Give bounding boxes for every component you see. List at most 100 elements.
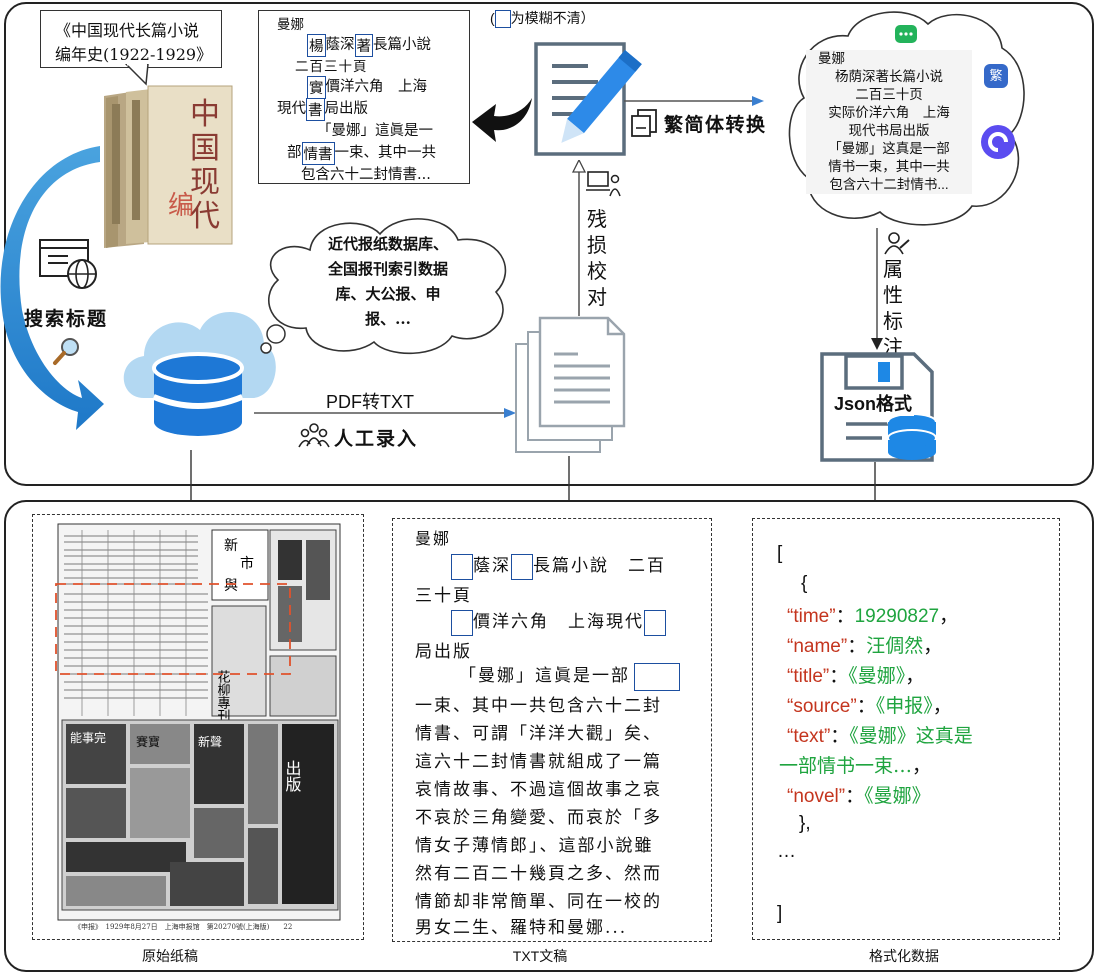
draft-text: 「曼娜」這眞是一部 (459, 666, 630, 686)
book-set-image: 中 国 现 代 编 (104, 85, 233, 248)
simp-line-4: 实际价洋六角 上海 (828, 105, 950, 120)
json-format-label: Json格式 (832, 390, 915, 416)
json-close-bracket: ] (777, 903, 783, 924)
svg-text:国: 国 (190, 131, 220, 166)
ad-big-text: 出版 (283, 760, 302, 792)
simp-line-5: 现代书局出版 (848, 123, 930, 138)
blur-note: ( 为模糊不清） (490, 8, 595, 29)
simp-line-8: 包含六十二封情书... (829, 177, 949, 192)
proof-char-3: 校 (587, 259, 607, 283)
json-open-bracket: [ (777, 543, 783, 564)
ad-label-1: 能事完 (70, 730, 106, 745)
draft-line-14: 情節却非常簡單、同在一校的 (415, 892, 662, 912)
trad-line-3: 二百三十頁 (295, 59, 368, 75)
json-key-text: “text” (787, 726, 831, 747)
draft-line-3: 三十頁 (415, 586, 472, 606)
json-colon: ： (847, 635, 867, 657)
callout-tail (124, 64, 149, 86)
ad-label-3: 新聲 (198, 734, 222, 749)
trad-line-6: 「曼娜」這眞是一 (317, 123, 433, 139)
json-comma: ， (932, 695, 952, 717)
draft-line-13: 然有二百二十幾頁之多、然而 (415, 864, 662, 884)
draft-line-7: 一束、其中一共包含六十二封 (415, 696, 662, 716)
draft-line-15: 男女二生、羅特和曼娜... (415, 918, 628, 938)
source-cloud-text: 近代报纸数据库、 全国报刊索引数据 库、大公报、申 报、... (298, 232, 478, 332)
json-value-source: 《申报》 (875, 695, 933, 717)
trad-line-8: 包含六十二封情書... (301, 167, 431, 183)
json-key-source: “source” (787, 696, 857, 717)
trad-text: 現代 (277, 101, 306, 117)
draft-line-9: 這六十二封情書就組成了一篇 (415, 752, 662, 772)
json-value-time: 19290827 (854, 606, 940, 627)
draft-line-6: 「曼娜」這眞是一部 (459, 661, 680, 691)
svg-text:现: 现 (190, 165, 220, 200)
json-time-line: “time”：19290827， (787, 601, 958, 628)
cloud-line-2: 全国报刊索引数据 (327, 260, 448, 278)
json-source-line: “source”：《申报》， (787, 691, 952, 718)
trad-line-5: 現代書局出版 (277, 97, 368, 121)
trad-text: 部 (287, 145, 302, 161)
database-cloud-icon (123, 311, 276, 436)
svg-text:中: 中 (190, 97, 220, 132)
attr-char-1: 属 (883, 257, 903, 281)
blank-box (451, 553, 473, 580)
blank-box-legend (494, 10, 511, 29)
cloud-line-4: 报、... (365, 310, 411, 328)
chat-app-icon (895, 25, 917, 43)
proof-char-4: 对 (587, 285, 607, 309)
proof-arrow (572, 160, 586, 316)
blur-box: 書 (306, 97, 325, 121)
attr-label: 属 性 标 注 (880, 256, 906, 360)
draft-text: 蔭深 (473, 556, 511, 576)
trad-text: 局出版 (324, 101, 369, 117)
blur-note-text: 为模糊不清） (510, 10, 595, 26)
pdf-to-txt-label: PDF转TXT (326, 392, 414, 412)
magnifier-icon (53, 338, 79, 365)
newspaper-scan: 新 市 與 花柳專刊 出版 能事完 賽寶 新聲 《申报》 1929年8月27日 … (48, 520, 346, 934)
json-title-line: “title”：《曼娜》， (787, 661, 924, 688)
convert-label: 繁简体转换 (664, 114, 767, 136)
blank-box (511, 553, 533, 580)
ad-label-2: 賽寶 (136, 734, 160, 749)
json-key-time: “time” (787, 606, 836, 627)
source-thought-cloud (260, 218, 507, 355)
trad-line-2: 楊蔭深著長篇小說 (307, 33, 431, 57)
draft-line-12: 情女子薄情郎」、這部小說雖 (415, 836, 654, 856)
blur-box: 情書 (301, 141, 335, 165)
json-comma: ， (923, 635, 943, 657)
trad-text: 一束、其中一共 (334, 145, 437, 161)
attr-char-3: 标 (883, 309, 903, 333)
draft-text: 價洋六角 上海現代 (473, 612, 644, 632)
json-open-brace: { (801, 573, 808, 594)
simplified-text: 曼娜 杨荫深著长篇小说 二百三十页 实际价洋六角 上海 现代书局出版 「曼娜」这… (806, 50, 972, 194)
simp-line-2: 杨荫深著长篇小说 (835, 69, 943, 84)
convert-app-icon-label: 繁 (989, 68, 1003, 83)
blank-box (451, 609, 473, 636)
svg-text:编: 编 (168, 191, 194, 221)
traditional-text-box: 曼娜 楊蔭深著長篇小說 二百三十頁 實價洋六角 上海 現代書局出版 「曼娜」這眞… (258, 10, 470, 184)
ad-vertical-text: 花柳專刊 (215, 669, 231, 723)
draft-text: 長篇小說 二百 (533, 556, 666, 576)
cloud-line-3: 库、大公报、申 (335, 285, 441, 303)
draft-line-1: 曼娜 (415, 529, 452, 548)
json-text-line: “text”：《曼娜》这真是 (787, 721, 973, 748)
txt-draft-box: 曼娜 蔭深長篇小說 二百 三十頁 價洋六角 上海現代 局出版 「曼娜」這眞是一部… (392, 518, 712, 942)
trad-line-7: 部情書一束、其中一共 (287, 141, 436, 165)
book-callout: 《中国现代长篇小说 编年史(1922-1929》 (40, 10, 222, 68)
blank-box (644, 609, 666, 636)
json-comma: ， (939, 605, 959, 627)
search-title-label: 搜索标题 (24, 308, 109, 330)
blank-box (634, 662, 680, 691)
caption-formatted-data: 格式化数据 (869, 948, 939, 964)
json-value-novel: 《曼娜》 (864, 785, 931, 807)
caption-original-paper: 原始纸稿 (142, 948, 198, 964)
people-icon (298, 423, 330, 448)
draft-line-8: 情書、可謂「洋洋大觀」矣、 (415, 724, 662, 744)
json-colon: ： (829, 665, 849, 687)
blur-note-paren: ( (490, 10, 495, 26)
simp-line-7: 情书一束，其中一共 (828, 159, 950, 174)
pdf-arrow (254, 408, 516, 418)
json-ellipsis: … (777, 841, 796, 862)
attr-char-2: 性 (883, 283, 903, 307)
svg-text:代: 代 (190, 199, 220, 234)
